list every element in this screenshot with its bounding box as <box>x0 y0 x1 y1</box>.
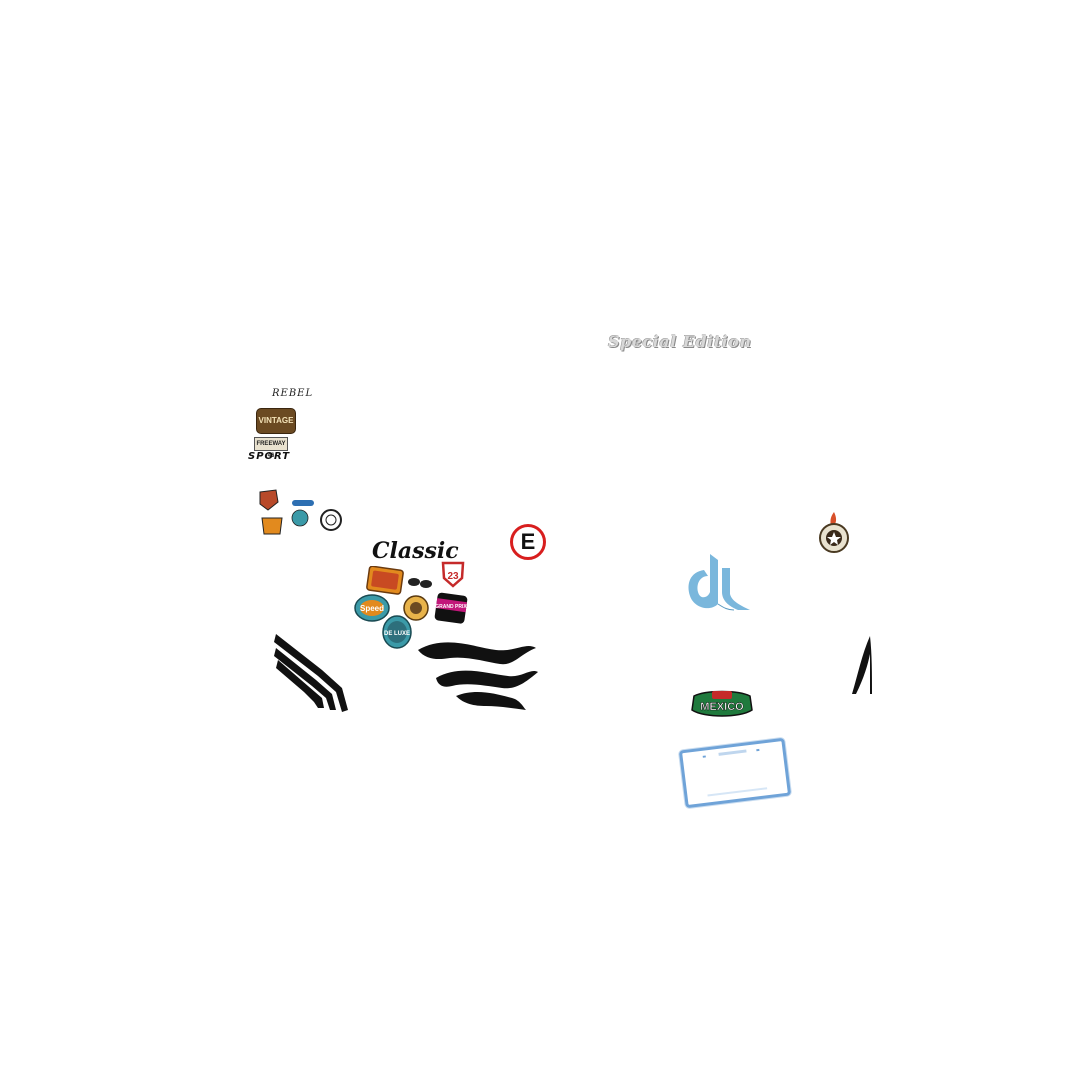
orange-rect-badge-icon <box>366 566 404 595</box>
crest-badge-icon <box>261 517 283 535</box>
license-plate-detail <box>702 748 768 797</box>
star-emblem-icon <box>819 512 849 553</box>
round-emblem-icon <box>320 509 342 531</box>
sport-decal: SPORT <box>248 451 291 462</box>
mexico-badge-icon: MEXICO <box>691 690 753 717</box>
rebel-decal: REBEL <box>272 388 314 399</box>
deluxe-badge-icon: DE LUXE <box>382 615 412 649</box>
special-edition-decal: Special Edition <box>608 332 752 351</box>
no-entry-letter: E <box>520 529 536 554</box>
grand-prix-text: GRAND PRIX <box>435 604 467 610</box>
flame-decal-icon <box>418 642 538 710</box>
shield-badge-icon <box>259 489 279 511</box>
route-number: 23 <box>447 571 459 582</box>
round-badges-row: Speed GRAND PRIX <box>354 592 468 624</box>
curved-spike-icon <box>852 636 872 694</box>
classic-decal: Classic <box>372 538 459 564</box>
mexico-text: MEXICO <box>700 701 744 713</box>
vintage-badge: VINTAGE <box>256 408 296 434</box>
small-badges-cluster <box>259 489 342 535</box>
route-shield-icon: 23 <box>441 561 465 588</box>
no-entry-icon: E <box>510 524 546 560</box>
speed-badge-icon <box>354 594 390 622</box>
lion-badge-icon <box>403 595 429 621</box>
grand-prix-badge-icon <box>434 592 468 624</box>
freeway-plate: FREEWAY 46 <box>254 437 288 459</box>
license-plate-icon <box>678 737 792 809</box>
pin-badge-icon <box>291 500 314 527</box>
speed-text: Speed <box>360 604 384 613</box>
orange-badge-cluster <box>366 566 432 595</box>
stripe-decal-icon <box>274 634 348 712</box>
dj-logo-icon <box>688 554 750 611</box>
car-icons <box>408 578 432 588</box>
deluxe-text: DE LUXE <box>384 631 410 637</box>
